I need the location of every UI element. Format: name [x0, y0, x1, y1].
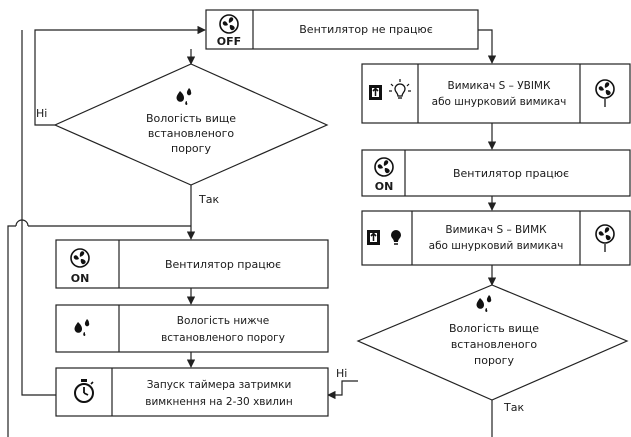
decision-bottom-line1: Вологість вище	[449, 322, 539, 335]
decision-bottom-line2: встановленого	[451, 338, 538, 351]
decision-top: Вологість вище встановленого порогу	[53, 63, 329, 186]
fan-on-right-box: ON Вентилятор працює	[361, 149, 631, 197]
timer-box: Запуск таймера затримки вимкнення на 2-3…	[55, 367, 329, 417]
edge-return-to-fan-on	[7, 225, 16, 437]
fan-on-icon	[70, 248, 90, 268]
switch-off-line2: або шнурковий вимикач	[429, 240, 564, 252]
humidity-below-line2: встановленого порогу	[161, 332, 285, 344]
switch-on-line1: Вимикач S – УВІМК	[448, 80, 551, 92]
lamp-off-icon	[391, 230, 401, 245]
fan-on-right-icon-label: ON	[375, 180, 394, 193]
fan-on-right-text: Вентилятор працює	[453, 167, 569, 180]
decision-top-no-label: Ні	[36, 107, 47, 120]
fan-pull-icon	[595, 79, 615, 107]
fan-off-text: Вентилятор не працює	[299, 23, 432, 36]
fan-on-icon	[374, 157, 394, 177]
line-hop	[15, 219, 29, 227]
timer-icon	[74, 379, 94, 403]
switch-off-line1: Вимикач S – ВИМК	[445, 224, 547, 236]
humidity-below-line1: Вологість нижче	[177, 315, 269, 327]
fan-pull-icon	[595, 224, 615, 252]
edge-decision-bottom-no	[327, 380, 358, 400]
fan-on-left-box: ON Вентилятор працює	[55, 239, 329, 289]
fan-on-left-icon-label: ON	[71, 272, 90, 285]
decision-top-line1: Вологість вище	[146, 112, 236, 125]
timer-line1: Запуск таймера затримки	[147, 379, 292, 391]
switch-on-line2: або шнурковий вимикач	[432, 96, 567, 108]
switch-icon	[369, 85, 382, 100]
switch-on-box: Вимикач S – УВІМК або шнурковий вимикач	[361, 63, 631, 124]
decision-bottom: Вологість вище встановленого порогу	[356, 284, 629, 401]
fan-off-icon	[219, 14, 239, 34]
edge-off-to-switch-on	[478, 29, 497, 64]
decision-top-line2: встановленого	[148, 127, 235, 140]
connectors	[7, 25, 497, 437]
decision-bottom-line3: порогу	[474, 354, 514, 367]
decision-top-yes-label: Так	[198, 193, 219, 206]
edge-decision-top-no	[34, 25, 206, 126]
switch-icon	[367, 230, 380, 245]
decision-top-line3: порогу	[171, 142, 211, 155]
decision-bottom-no-label: Ні	[336, 367, 347, 380]
timer-line2: вимкнення на 2-30 хвилин	[145, 396, 292, 408]
lamp-on-icon	[389, 79, 411, 99]
fan-off-icon-label: OFF	[217, 35, 241, 48]
switch-off-box: Вимикач S – ВИМК або шнурковий вимикач	[361, 210, 631, 266]
decision-bottom-yes-label: Так	[503, 401, 524, 414]
humidity-below-box: Вологість нижче встановленого порогу	[55, 304, 329, 353]
edge-timer-to-off	[21, 30, 56, 396]
fan-off-box: OFF Вентилятор не працює	[205, 9, 479, 50]
fan-on-left-text: Вентилятор працює	[165, 258, 281, 271]
